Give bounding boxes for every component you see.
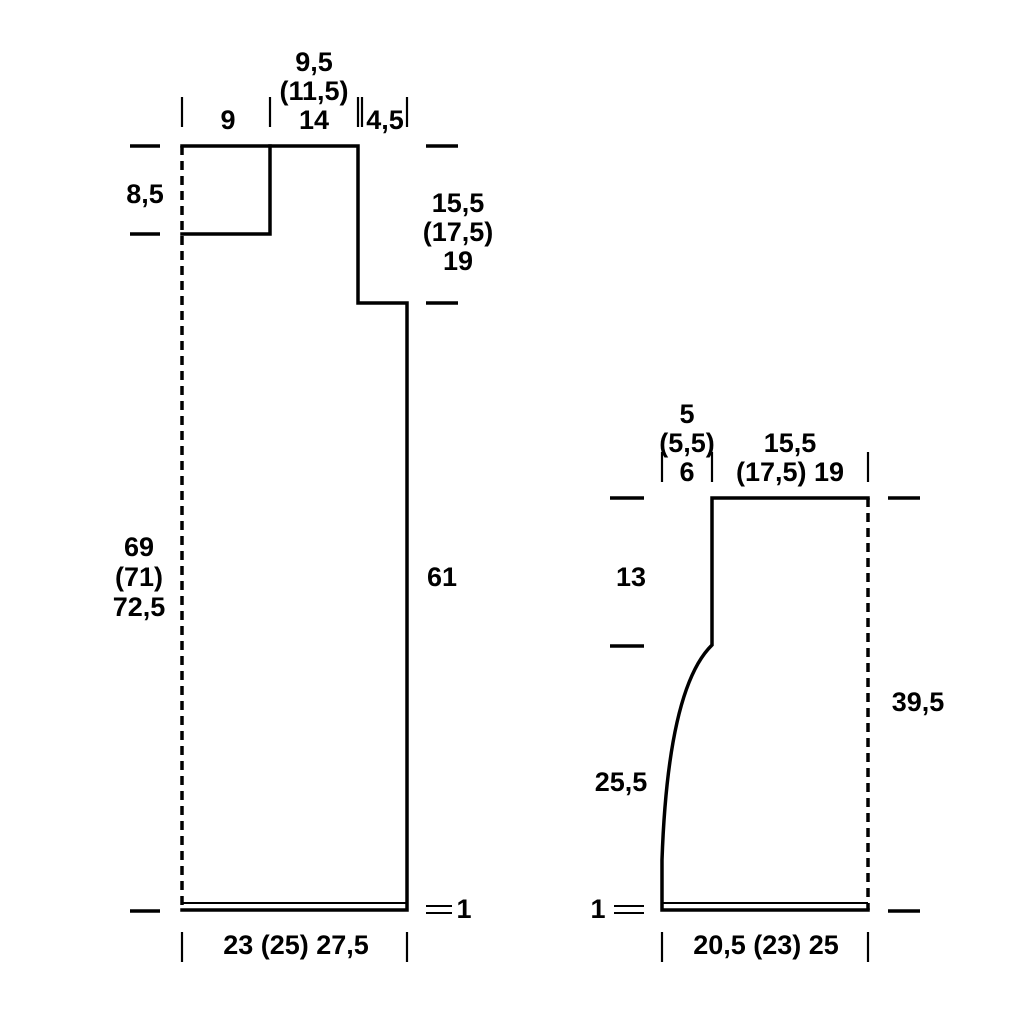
front-top-mid-label: 9,5 [295,47,333,77]
front-piece-outline [180,144,409,912]
sleeve-left-upper-label: 13 [616,562,646,592]
sleeve-top-left-label: 5 [679,399,694,429]
front-top-mid-label: (11,5) [279,76,348,106]
sleeve-bottom-width-label: 20,5 (23) 25 [693,930,839,960]
front-bottom-width-label: 23 (25) 27,5 [223,930,369,960]
sleeve-top-right-label: (17,5) 19 [736,457,844,487]
sleeve-right-height-label: 39,5 [892,687,945,717]
front-right-long-label: 61 [427,562,457,592]
front-right-top-label: (17,5) [423,217,494,247]
sleeve-top-left-label: 6 [679,457,694,487]
sleeve-piece: 5 (5,5) 6 15,5 (17,5) 19 13 25,5 39,5 1 … [590,399,944,962]
front-piece: 9 9,5 (11,5) 14 4,5 8,5 15,5 (17,5) 19 6… [113,47,494,962]
sleeve-hem-label: 1 [590,894,605,924]
sleeve-top-right-label: 15,5 [764,428,817,458]
front-hem-label: 1 [456,894,471,924]
front-top-mid-label: 14 [299,105,329,135]
front-left-long-label: 69 [124,532,154,562]
front-top-right-label: 4,5 [366,105,404,135]
front-left-top-label: 8,5 [126,179,164,209]
front-top-left-label: 9 [220,105,235,135]
front-left-long-label: (71) [115,562,163,592]
sleeve-left-lower-label: 25,5 [595,767,648,797]
front-right-top-label: 15,5 [432,188,485,218]
front-neck-notch [180,144,272,236]
sleeve-outline [660,496,870,912]
front-right-top-label: 19 [443,246,473,276]
sleeve-top-left-label: (5,5) [659,428,715,458]
front-left-long-label: 72,5 [113,592,166,622]
